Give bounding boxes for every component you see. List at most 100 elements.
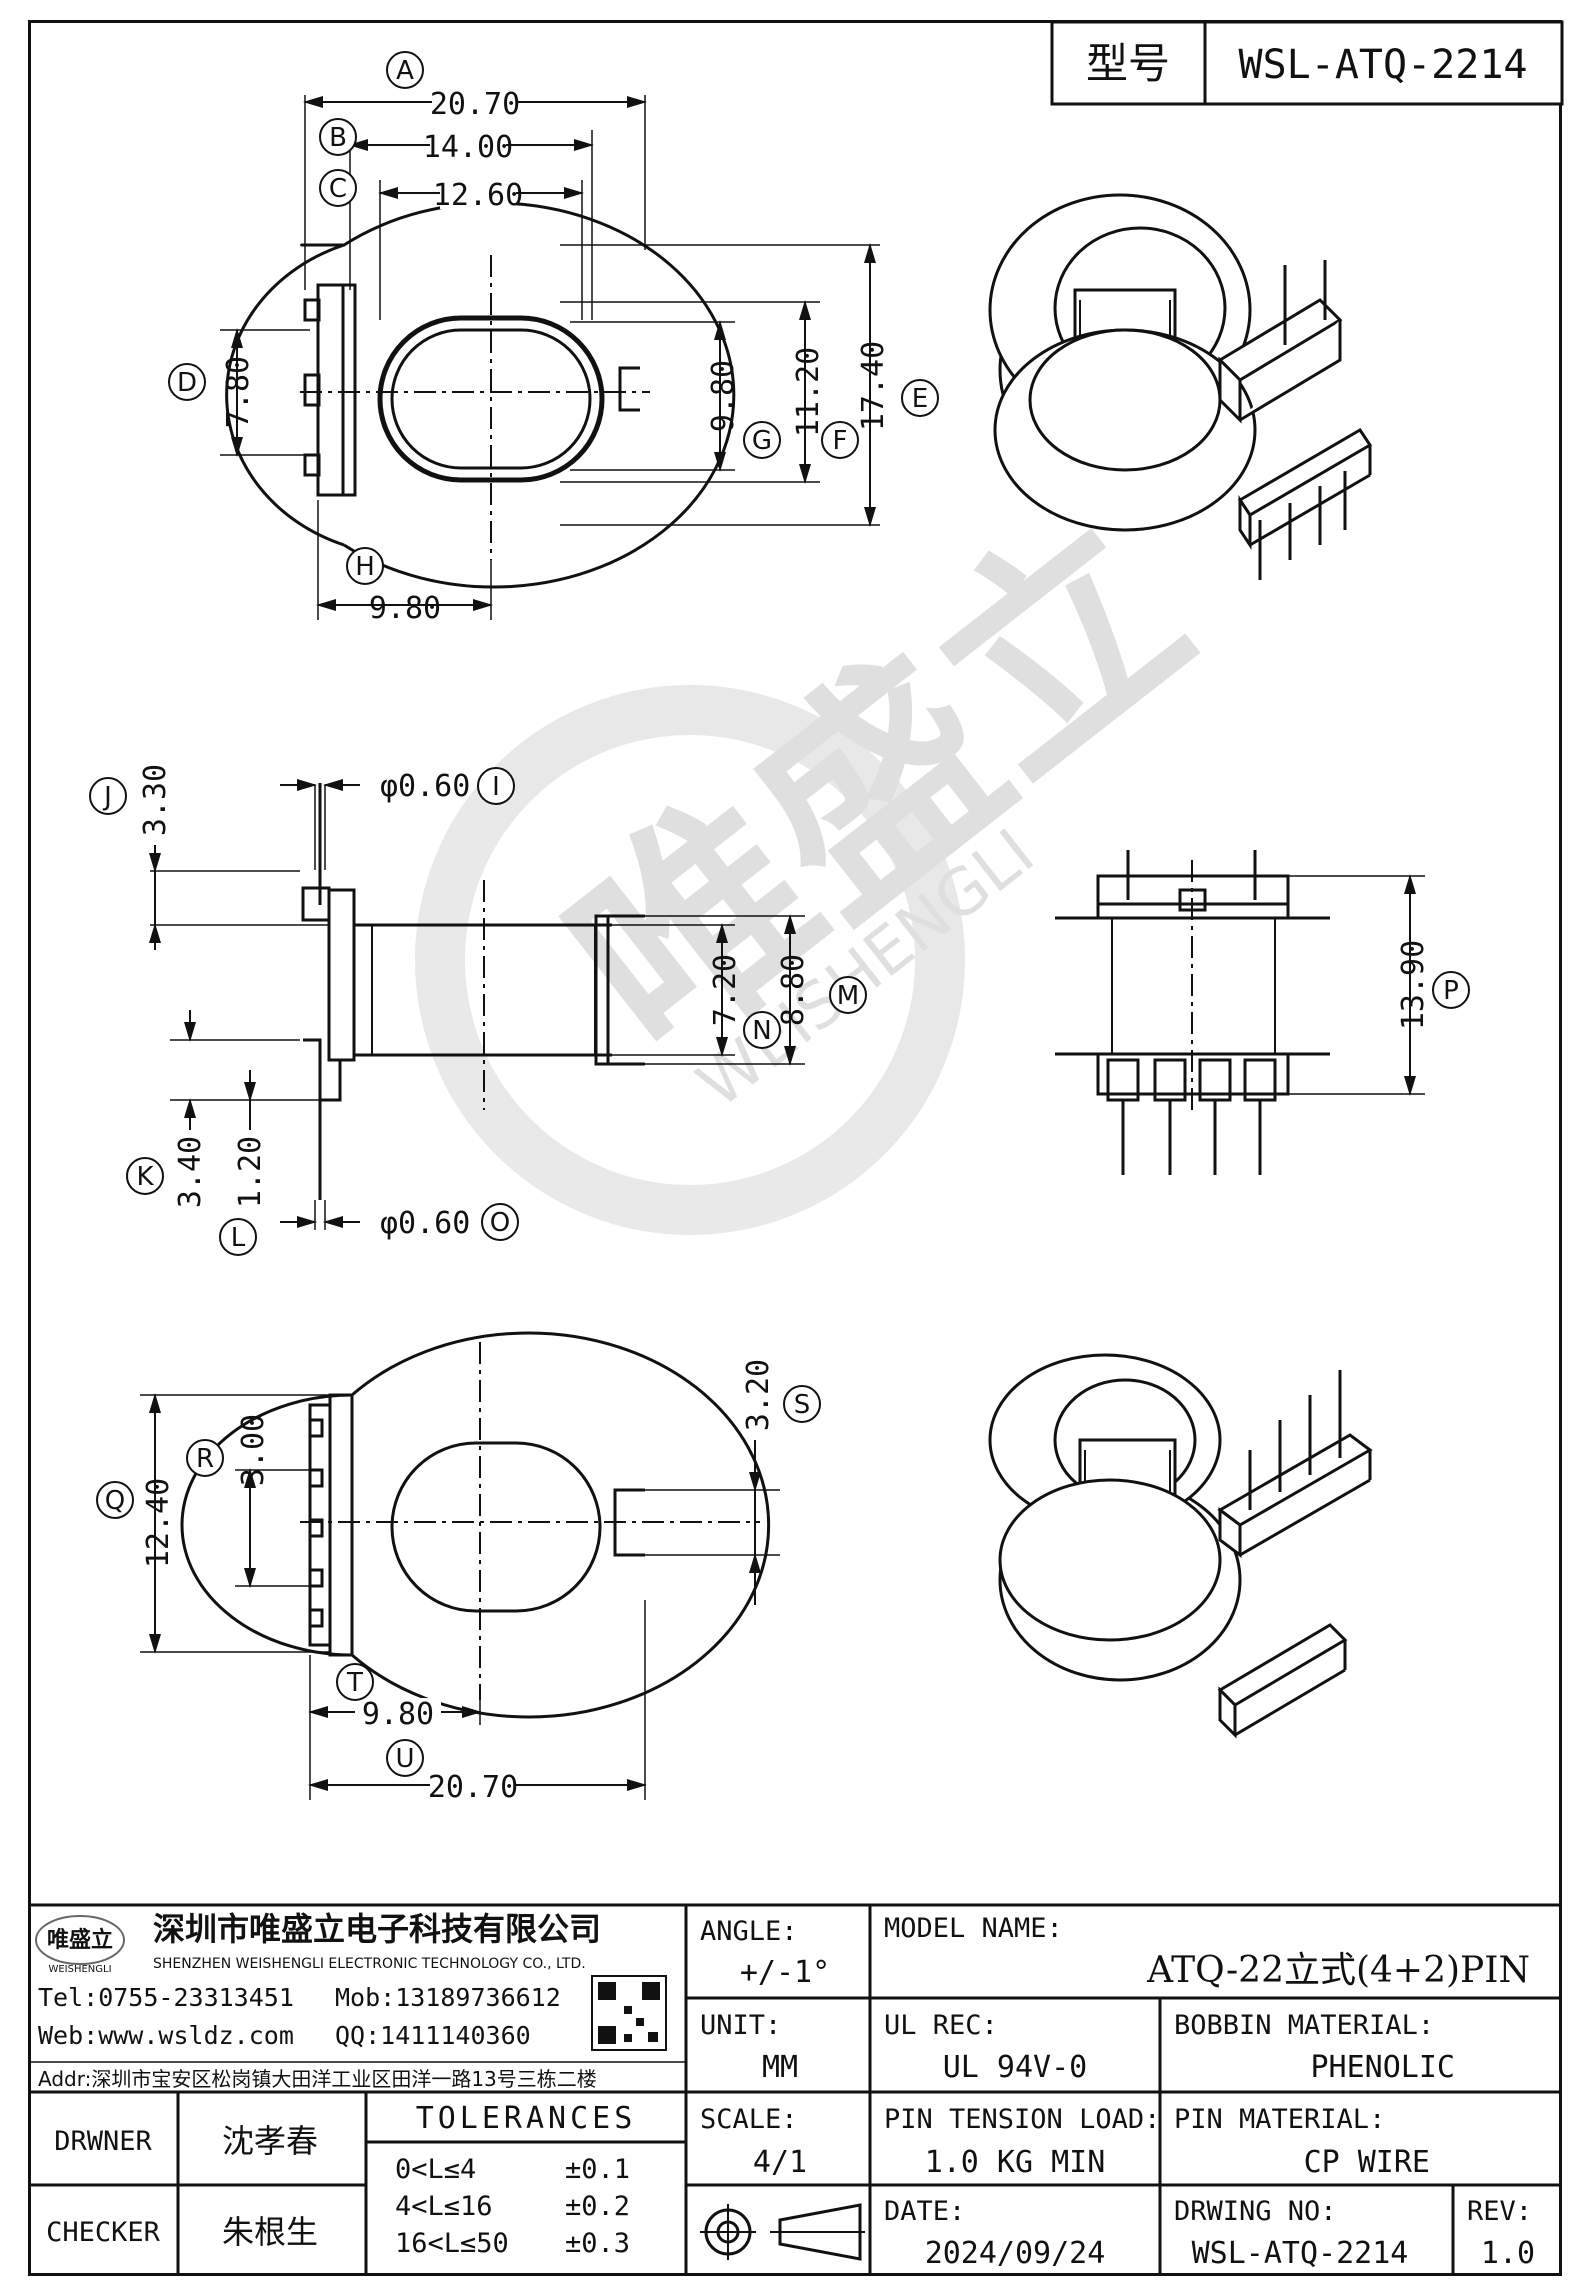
drawing-no-label: DRWING NO: (1174, 2196, 1337, 2227)
tension-value: 1.0 KG MIN (925, 2145, 1106, 2180)
svg-text:U: U (395, 1744, 414, 1774)
svg-text:C: C (329, 174, 347, 204)
dim-R: 3.00 (236, 1414, 271, 1486)
dim-T: 9.80 (362, 1697, 434, 1732)
title-block-text: ANGLE: +/-1° MODEL NAME: ATQ-22立式(4+2)PI… (46, 1913, 1535, 2271)
drawing-no-value: WSL-ATQ-2214 (1192, 2236, 1409, 2271)
model-value: ATQ-22立式(4+2)PIN (1146, 1950, 1530, 1991)
dim-L: 1.20 (233, 1136, 268, 1208)
dim-Q: 12.40 (141, 1478, 176, 1568)
side-view-dim-text: φ0.60 3.30 7.20 8.80 3.40 1.20 φ0.60 (138, 764, 811, 1241)
date-value: 2024/09/24 (925, 2236, 1106, 2271)
company-web: Web:www.wsldz.com (38, 2021, 294, 2050)
model-label: MODEL NAME: (884, 1913, 1063, 1944)
bobbin-label: BOBBIN MATERIAL: (1174, 2010, 1434, 2041)
drawing-sheet-border (28, 20, 1562, 2276)
date-label: DATE: (884, 2196, 965, 2227)
company-tel: Tel:0755-23313451 (38, 1983, 294, 2012)
front-view (1055, 850, 1425, 1175)
dim-P: 13.90 (1396, 940, 1431, 1030)
checker-value: 朱根生 (222, 2213, 318, 2251)
svg-text:Q: Q (105, 1486, 125, 1516)
dim-A: 20.70 (430, 87, 520, 122)
bottom-view (140, 1331, 780, 1800)
svg-text:B: B (329, 123, 347, 153)
svg-text:J: J (102, 782, 112, 812)
top-view (220, 95, 880, 620)
company-info: 唯盛立 WEISHENGLI 深圳市唯盛立电子科技有限公司 SHENZHEN W… (35, 1910, 667, 2091)
svg-text:L: L (231, 1223, 246, 1253)
tol-range-2: 4<L≤16 (395, 2191, 493, 2222)
dim-E: 17.40 (856, 341, 891, 431)
dim-C: 12.60 (433, 178, 523, 213)
svg-text:S: S (794, 1390, 811, 1420)
callouts-top: A B C D G F E H (168, 51, 939, 585)
checker-label: CHECKER (46, 2217, 161, 2248)
bobbin-value: PHENOLIC (1311, 2050, 1456, 2085)
company-qq: QQ:1411140360 (335, 2021, 531, 2050)
drawer-value: 沈孝春 (222, 2122, 318, 2160)
svg-text:N: N (752, 1016, 771, 1046)
title-block-grid (28, 1903, 1562, 2276)
top-view-dim-text: 20.70 14.00 12.60 7.80 9.80 11.20 17.40 … (221, 87, 891, 626)
qr-code-icon (591, 1975, 667, 2051)
ul-label: UL REC: (884, 2010, 998, 2041)
bottom-view-dim-text: 12.40 3.00 3.20 9.80 20.70 (141, 1359, 776, 1805)
watermark-cn: 唯盛立 (525, 471, 1233, 1106)
rev-label: REV: (1467, 2196, 1532, 2227)
tol-range-1: 0<L≤4 (395, 2154, 476, 2185)
dim-O: φ0.60 (380, 1206, 470, 1241)
tension-label: PIN TENSION LOAD: (884, 2104, 1160, 2135)
dim-S: 3.20 (741, 1359, 776, 1431)
company-logo-icon (35, 1915, 125, 1965)
ul-value: UL 94V-0 (943, 2050, 1088, 2085)
callouts-side: I J N M K L O (89, 767, 867, 1256)
dim-J: 3.30 (138, 764, 173, 836)
svg-text:F: F (833, 426, 848, 456)
svg-text:H: H (355, 552, 375, 582)
tol-value-1: ±0.1 (565, 2154, 630, 2185)
company-name-en: SHENZHEN WEISHENGLI ELECTRONIC TECHNOLOG… (153, 1956, 586, 1972)
svg-text:D: D (177, 368, 197, 398)
logo-en: WEISHENGLI (48, 1964, 111, 1975)
svg-text:P: P (1443, 976, 1459, 1006)
rev-value: 1.0 (1481, 2236, 1535, 2271)
callouts-bottom: Q R S T U (96, 1385, 821, 1777)
tol-value-3: ±0.3 (565, 2228, 630, 2259)
svg-text:T: T (346, 1668, 363, 1698)
svg-text:O: O (490, 1208, 510, 1238)
isometric-view-top (988, 193, 1373, 580)
callouts-front: P (1432, 971, 1470, 1009)
svg-text:A: A (396, 56, 414, 86)
projection-symbol-icon (700, 2203, 865, 2261)
svg-text:I: I (492, 772, 500, 802)
dim-U: 20.70 (428, 1770, 518, 1805)
front-view-dim-text: 13.90 (1396, 940, 1431, 1030)
unit-value: MM (762, 2050, 798, 2085)
dim-B: 14.00 (423, 130, 513, 165)
type-value: WSL-ATQ-2214 (1239, 42, 1528, 88)
type-label: 型号 (1086, 39, 1170, 88)
scale-label: SCALE: (700, 2104, 798, 2135)
scale-value: 4/1 (753, 2145, 807, 2180)
tolerances-title: TOLERANCES (416, 2101, 637, 2136)
svg-text:K: K (136, 1162, 154, 1192)
pin-material-value: CP WIRE (1304, 2145, 1430, 2180)
angle-value: +/-1° (740, 1955, 830, 1990)
logo-cn: 唯盛立 (47, 1927, 113, 1953)
company-mob: Mob:13189736612 (335, 1983, 561, 2012)
dim-H: 9.80 (369, 591, 441, 626)
dim-G: 9.80 (706, 360, 741, 432)
svg-text:M: M (837, 981, 859, 1011)
dim-D: 7.80 (221, 356, 256, 428)
dim-K: 3.40 (173, 1136, 208, 1208)
dim-M: 8.80 (776, 954, 811, 1026)
company-address: Addr:深圳市宝安区松岗镇大田洋工业区田洋一路13号三栋二楼 (38, 2067, 597, 2091)
svg-text:R: R (196, 1444, 214, 1474)
tol-range-3: 16<L≤50 (395, 2228, 509, 2259)
svg-text:G: G (752, 426, 772, 456)
dim-N: 7.20 (708, 954, 743, 1026)
company-name-cn: 深圳市唯盛立电子科技有限公司 (153, 1910, 601, 1948)
isometric-view-bottom (988, 1353, 1373, 1739)
side-view-dims (149, 779, 796, 1228)
